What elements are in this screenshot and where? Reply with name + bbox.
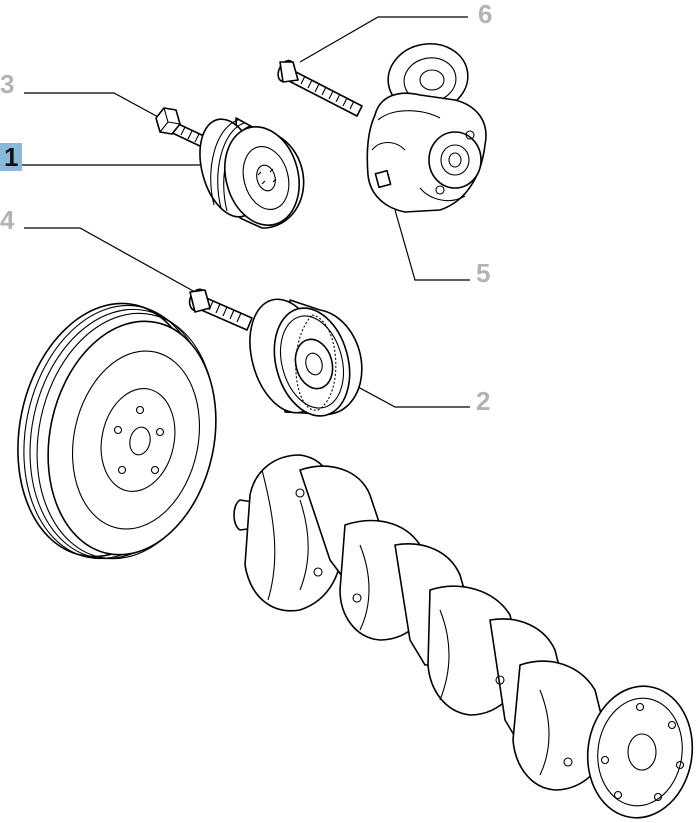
bolt-3 — [155, 107, 207, 148]
tensioner-5 — [366, 43, 487, 213]
leader-line-4 — [24, 227, 196, 293]
bolt-4 — [188, 288, 253, 331]
callout-3[interactable]: 3 — [0, 69, 15, 99]
leader-line-5 — [394, 209, 470, 281]
callout-1[interactable]: 1 — [0, 143, 23, 171]
callout-2[interactable]: 2 — [476, 386, 491, 416]
idler-pulley-1 — [199, 117, 305, 229]
toothed-pulley-2 — [249, 298, 363, 417]
crankshaft-pulley — [17, 302, 217, 560]
leader-line-2 — [344, 379, 470, 408]
callout-6[interactable]: 6 — [478, 0, 493, 29]
leader-line-3 — [24, 92, 161, 119]
leader-line-6 — [299, 16, 468, 63]
bolt-6 — [277, 59, 363, 117]
callout-5[interactable]: 5 — [476, 258, 491, 288]
crankshaft — [233, 454, 694, 819]
callout-4[interactable]: 4 — [0, 205, 15, 235]
